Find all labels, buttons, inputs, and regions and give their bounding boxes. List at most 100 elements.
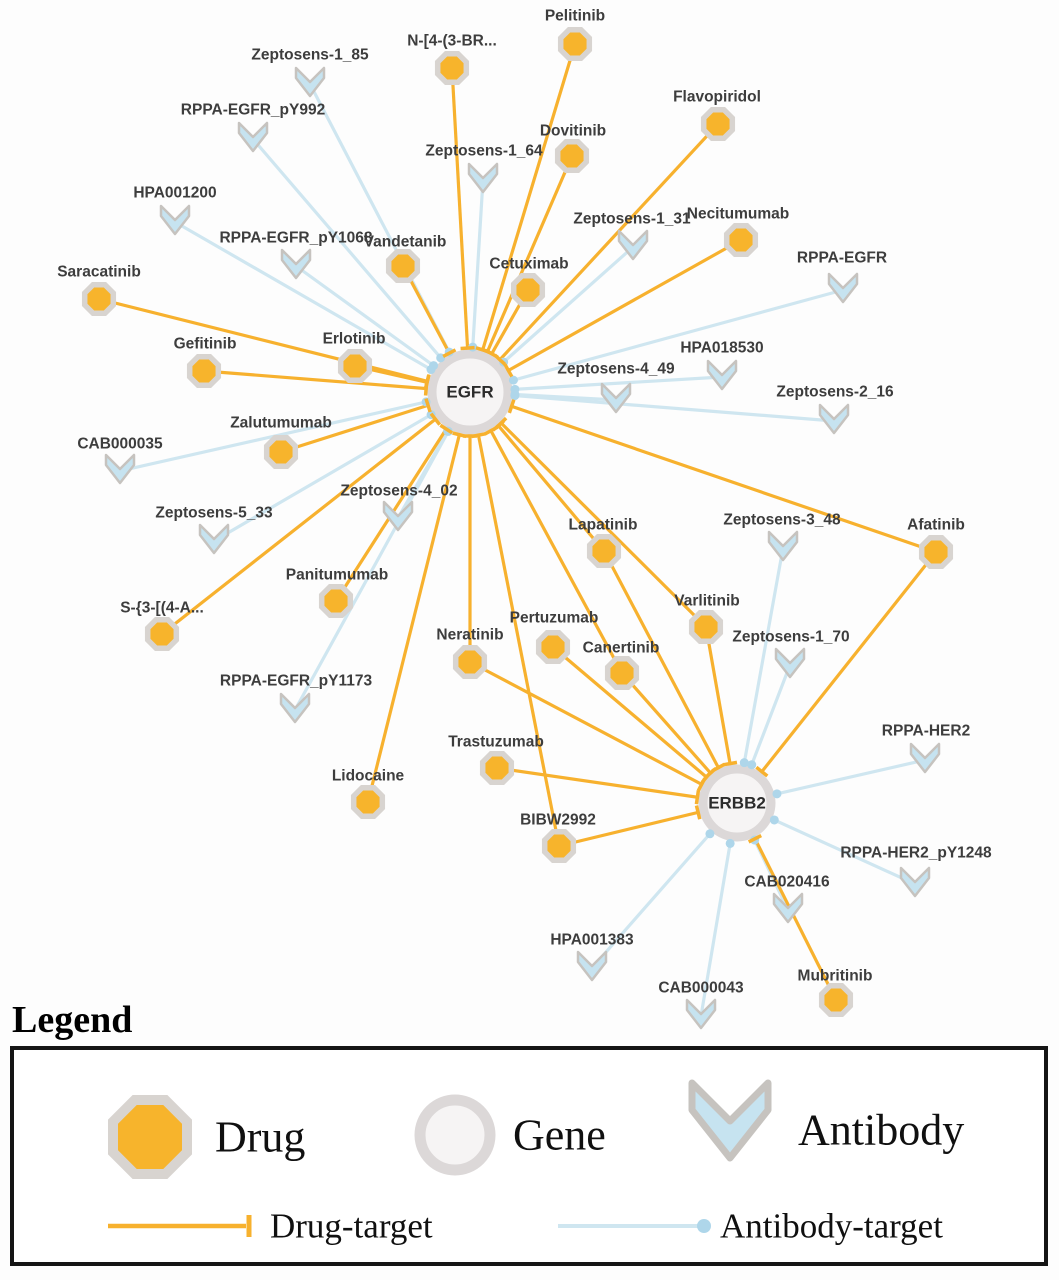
antibody-label-zeptosens-4-49: Zeptosens-4_49 (557, 361, 675, 378)
antibody-label-hpa001200: HPA001200 (133, 185, 216, 202)
antibody-edge-dot-zeptosens-3-48 (739, 758, 749, 768)
drug-label-lidocaine: Lidocaine (332, 768, 405, 785)
drug-edge-tee-vandetanib (442, 348, 457, 358)
antibody-node-zeptosens-1-70 (774, 647, 806, 679)
drug-target-edge-varlitinib-egfr (468, 390, 708, 629)
legend-antibody-edge-label: Antibody-target (720, 1207, 943, 1246)
drug-node-n-4-3-br (434, 50, 470, 86)
edge-endpoint-layer (421, 342, 782, 848)
drug-label-varlitinib: Varlitinib (674, 593, 739, 610)
antibody-node-rppa-her2-py1248 (899, 866, 931, 898)
antibody-label-rppa-her2: RPPA-HER2 (882, 723, 970, 740)
drug-target-edge-flavopiridol-egfr (468, 122, 720, 394)
drug-label-neratinib: Neratinib (436, 627, 503, 644)
drug-target-edge-afatinib-erbb2 (735, 551, 938, 804)
drug-target-edge-n-4-3-br-egfr (450, 67, 472, 393)
drug-node-lidocaine (350, 784, 386, 820)
drug-node-saracatinib (81, 281, 117, 317)
drug-node-s-3-4-a (144, 616, 180, 652)
drug-node-necitumumab (723, 222, 759, 258)
antibody-label-rppa-egfr: RPPA-EGFR (797, 250, 887, 267)
drug-label-cetuximab: Cetuximab (489, 256, 568, 273)
antibody-node-hpa001200 (159, 204, 191, 236)
gene-node-erbb2 (698, 764, 776, 842)
drug-node-panitumumab (318, 583, 354, 619)
drug-label-flavopiridol: Flavopiridol (673, 89, 761, 106)
antibody-label-cab000035: CAB000035 (77, 436, 163, 453)
drug-target-edge-bibw2992-egfr (468, 391, 561, 847)
antibody-label-cab020416: CAB020416 (744, 874, 830, 891)
drug-edge-tee-varlitinib (494, 416, 508, 430)
drug-label-erlotinib: Erlotinib (323, 331, 386, 348)
legend-gene-label: Gene (513, 1111, 606, 1160)
drug-target-edge-s-3-4-a-egfr (161, 390, 471, 636)
antibody-target-edge-egfr-rppa-egfr-py1173 (293, 390, 472, 712)
antibody-label-zeptosens-1-64: Zeptosens-1_64 (425, 143, 543, 160)
drug-edge-tee-mubritinib (747, 834, 763, 844)
drug-edge-tee-panitumumab (439, 423, 454, 435)
drug-label-trastuzumab: Trastuzumab (448, 734, 544, 751)
antibody-node-rppa-egfr-py992 (237, 121, 269, 153)
legend-drug-label: Drug (215, 1113, 305, 1162)
legend-antibody-icon (688, 1079, 772, 1162)
gene-label-egfr: EGFR (446, 383, 493, 402)
antibody-label-hpa018530: HPA018530 (680, 340, 763, 357)
drug-label-saracatinib: Saracatinib (57, 264, 141, 281)
drug-label-canertinib: Canertinib (583, 640, 660, 657)
drug-target-edge-lidocaine-egfr (366, 391, 472, 803)
drug-edge-tee-bibw2992 (471, 432, 486, 439)
antibody-target-edge-egfr-cab000035 (118, 390, 472, 473)
antibody-label-rppa-egfr-py1068: RPPA-EGFR_pY1068 (219, 230, 372, 247)
drug-node-neratinib (452, 644, 488, 680)
legend-drug-edge-label: Drug-target (270, 1207, 433, 1246)
gene-label-erbb2: ERBB2 (708, 794, 766, 813)
antibody-node-hpa001383 (576, 950, 608, 982)
drug-node-pelitinib (557, 26, 593, 62)
drug-node-cetuximab (510, 272, 546, 308)
drug-label-gefitinib: Gefitinib (174, 336, 237, 353)
drug-label-pelitinib: Pelitinib (545, 8, 605, 25)
node-layer (81, 26, 954, 1030)
drug-edge-tee-bibw2992 (694, 805, 702, 820)
drug-edge-tee-zalutumumab (424, 398, 432, 413)
legend-title: Legend (12, 999, 132, 1041)
drug-edge-tee-n-4-3-br (460, 345, 475, 351)
antibody-node-rppa-her2 (909, 742, 941, 774)
drug-edge-tee-varlitinib (722, 760, 738, 767)
antibody-edge-dot-rppa-her2-py1248 (769, 815, 779, 825)
drug-edge-tee-pertuzumab (700, 770, 713, 784)
antibody-edge-dot-hpa001383 (705, 829, 715, 839)
drug-node-afatinib (918, 534, 954, 570)
antibody-node-zeptosens-1-64 (467, 162, 499, 194)
antibody-label-cab000043: CAB000043 (658, 980, 744, 997)
antibody-target-edge-egfr-rppa-egfr (468, 288, 845, 394)
drug-node-canertinib (604, 655, 640, 691)
antibody-label-zeptosens-4-02: Zeptosens-4_02 (340, 483, 457, 500)
drug-node-mubritinib (818, 982, 854, 1018)
drug-label-pertuzumab: Pertuzumab (510, 610, 599, 627)
drug-edge-tee-s-3-4-a (429, 412, 442, 426)
drug-edge-tee-necitumumab (503, 363, 514, 378)
antibody-node-rppa-egfr-py1173 (279, 692, 311, 724)
drug-target-edge-necitumumab-egfr (469, 238, 742, 394)
gene-node-egfr (427, 349, 513, 435)
drug-edge-tee-afatinib (507, 399, 516, 414)
antibody-node-rppa-egfr (827, 272, 859, 304)
drug-label-vandetanib: Vandetanib (364, 234, 447, 251)
antibody-target-edge-egfr-rppa-egfr-py992 (251, 137, 472, 394)
drug-node-flavopiridol (700, 106, 736, 142)
antibody-node-cab000043 (685, 998, 717, 1030)
drug-edge-tee-cetuximab (484, 348, 499, 359)
antibody-edge-dot-rppa-egfr-py1068 (429, 361, 439, 371)
drug-edge-tee-afatinib (755, 765, 769, 778)
drug-label-afatinib: Afatinib (907, 517, 965, 534)
drug-node-vandetanib (385, 248, 421, 284)
drug-target-edge-pelitinib-egfr (468, 43, 577, 393)
antibody-label-rppa-egfr-py1173: RPPA-EGFR_pY1173 (220, 673, 373, 690)
drug-node-dovitinib (554, 138, 590, 174)
drug-node-trastuzumab (479, 750, 515, 786)
antibody-label-zeptosens-1-70: Zeptosens-1_70 (732, 629, 849, 646)
drug-label-s-3-4-a: S-{3-[(4-A... (120, 600, 204, 617)
